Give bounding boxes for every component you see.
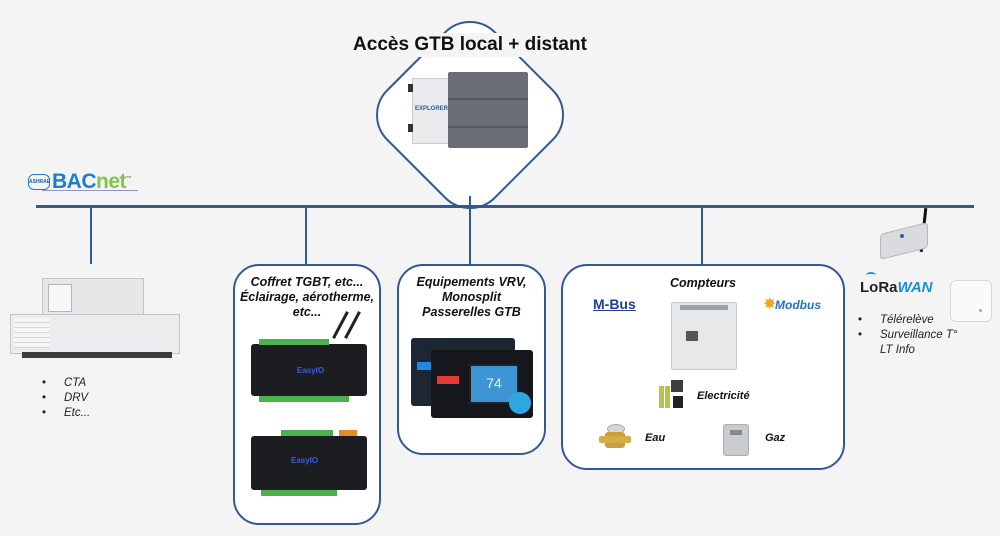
box-tgbt-title: Coffret TGBT, etc... Éclairage, aérother… [235,275,379,320]
trademark: ™ [126,176,132,182]
box-vrv-title: Equipements VRV, Monosplit Passerelles G… [399,275,544,320]
bullet-item: Télérelève [858,313,957,328]
explorer-label: EXPLORER [415,106,449,112]
gateway-device-front: 74 [431,350,533,418]
drop-line-cta [90,206,92,264]
title-line: Éclairage, aérotherme, [239,290,375,304]
lora-text: LoRa [860,279,898,296]
diagram-title: Accès GTB local + distant [330,33,610,57]
bacnet-text-green: net [96,170,127,193]
easyio-logo: EasyIO [297,366,325,375]
gaz-label: Gaz [765,432,786,444]
temperature-display: 74 [486,375,502,391]
bullet-extra-line: LT Info [880,344,915,356]
drop-line-hub [469,196,471,264]
air-handling-unit-image [10,274,180,360]
bacnet-bus-line [36,205,974,208]
title-line: Passerelles GTB [422,305,521,319]
drop-line-tgbt [305,206,307,264]
bacnet-logo: ASHRAE BACnet™ [28,168,148,196]
mbus-logo: M-Bus [593,296,636,312]
electricite-label: Electricité [697,390,750,402]
modbus-text: Modbus [775,298,821,312]
bacnet-text-blue: BAC [52,170,97,193]
gateway-badge-icon [509,392,531,414]
wan-text: WAN [897,279,933,296]
title-line: Monosplit [441,290,501,304]
bullet-item: Surveillance T° [858,328,957,343]
easyio-controller-2: EasyIO [251,430,367,496]
bullet-item: DRV [42,391,90,406]
box-compteurs: Compteurs M-Bus ✸ Modbus Electricité Eau… [561,264,845,470]
gas-meter-icon [723,424,749,456]
gtb-controller-device: EXPLORER [408,72,528,148]
lorawan-gateway-device [878,207,936,260]
lorawan-logo: LoRaWAN [860,278,933,298]
modbus-star-icon: ✸ [763,296,777,313]
water-meter-icon [599,424,631,452]
box-compteurs-title: Compteurs [670,276,736,290]
cta-bullet-list: CTA DRV Etc... [42,376,90,421]
bullet-item: Etc... [42,406,90,421]
eau-label: Eau [645,432,666,444]
drop-line-compteurs [701,206,703,264]
title-line: Coffret TGBT, etc... [250,275,364,289]
easyio-logo: EasyIO [291,456,319,465]
easyio-controller-1: EasyIO [251,339,367,402]
title-line: Equipements VRV, [416,275,527,289]
electricity-meter-icon [659,380,685,410]
ashrae-badge: ASHRAE [28,174,50,190]
title-line: etc... [292,305,322,319]
lorawan-bullet-list: Télérelève Surveillance T° LT Info [858,313,957,358]
energy-meter-device [671,302,737,370]
box-tgbt: Coffret TGBT, etc... Éclairage, aérother… [233,264,381,525]
box-vrv: Equipements VRV, Monosplit Passerelles G… [397,264,546,455]
lorawan-signal-icon [866,272,876,278]
bullet-item: CTA [42,376,90,391]
